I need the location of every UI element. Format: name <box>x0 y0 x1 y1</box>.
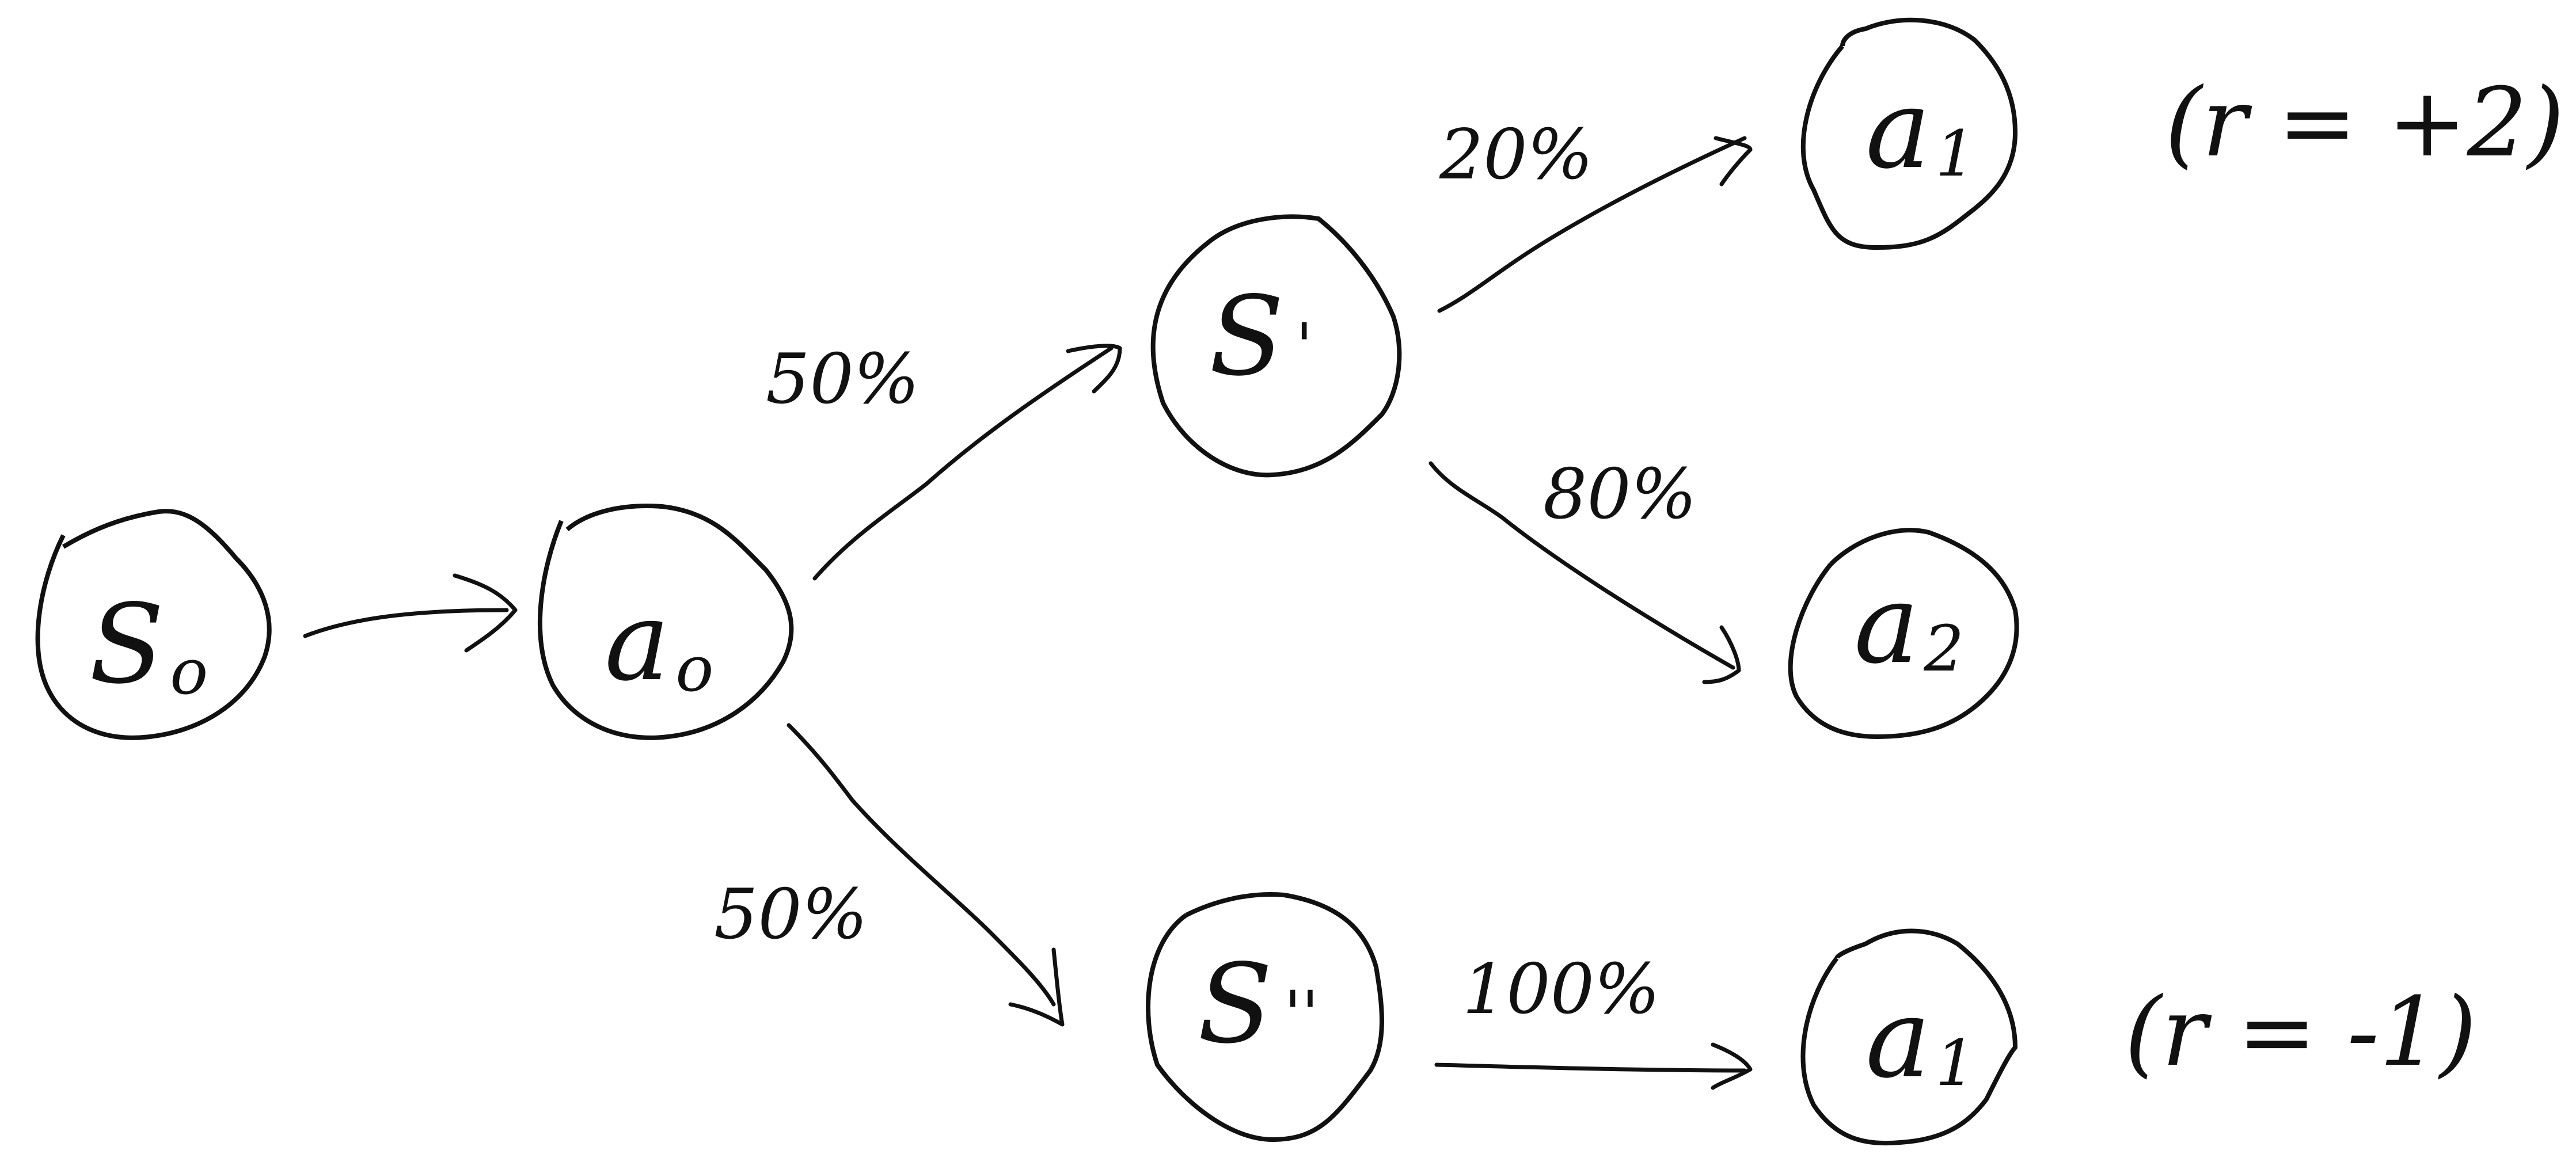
edge-s1-a2-label: 80% <box>1543 455 1697 535</box>
node-s0-label: So <box>89 581 208 708</box>
node-a1-bottom-label: a1 <box>1865 975 1975 1102</box>
edge-s1-a1-top: 20% <box>1437 115 1753 313</box>
edge-s2-a1-bottom-label: 100% <box>1462 950 1660 1030</box>
edge-a0-s1: 50% <box>766 340 1122 581</box>
node-s0: So <box>35 509 272 740</box>
node-a1-top: a1 <box>1800 17 2018 250</box>
node-a1-bottom: a1 <box>1800 928 2018 1146</box>
node-a2: a2 <box>1788 528 2019 739</box>
node-s1: S' <box>1150 214 1402 478</box>
node-s1-label: S' <box>1209 273 1313 400</box>
edge-s1-a2: 80% <box>1428 455 1741 684</box>
edge-s0-a0 <box>303 573 518 653</box>
edge-s2-a1-bottom: 100% <box>1434 950 1753 1090</box>
node-a0: ao <box>537 504 794 740</box>
node-a0-label: ao <box>605 578 714 706</box>
edge-a0-s1-label: 50% <box>766 340 920 420</box>
node-s2-label: S'' <box>1198 940 1319 1068</box>
edge-a0-s2: 50% <box>714 723 1065 1027</box>
node-s2: S'' <box>1146 892 1384 1142</box>
edge-s1-a1-top-label: 20% <box>1439 115 1593 195</box>
reward-label-a1-bottom: (r = -1) <box>2125 977 2477 1087</box>
node-a1-top-label: a1 <box>1865 66 1975 193</box>
node-a2-label: a2 <box>1854 561 1964 688</box>
reward-label-a1-top: (r = +2) <box>2165 67 2564 178</box>
edge-a0-s2-label: 50% <box>714 875 868 955</box>
